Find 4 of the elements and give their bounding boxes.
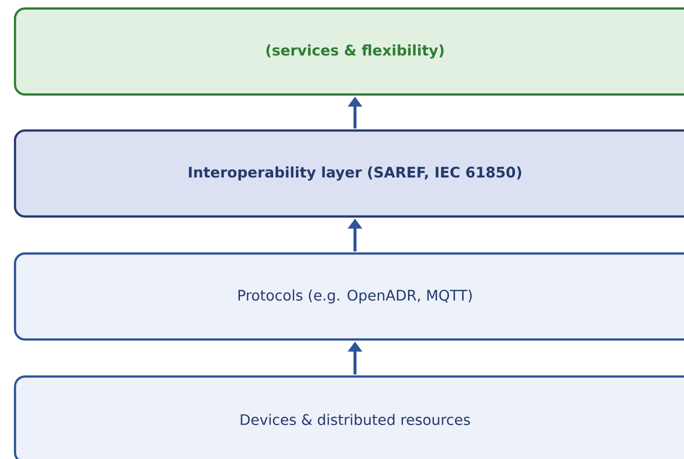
layer-box: Interoperability layer (SAREF, IEC 61850) xyxy=(14,129,684,218)
layer-box: Protocols (e.g. OpenADR, MQTT) xyxy=(14,252,684,341)
top-box: (services & flexibility) xyxy=(14,7,684,96)
layer-box: Devices & distributed resources xyxy=(14,375,684,459)
